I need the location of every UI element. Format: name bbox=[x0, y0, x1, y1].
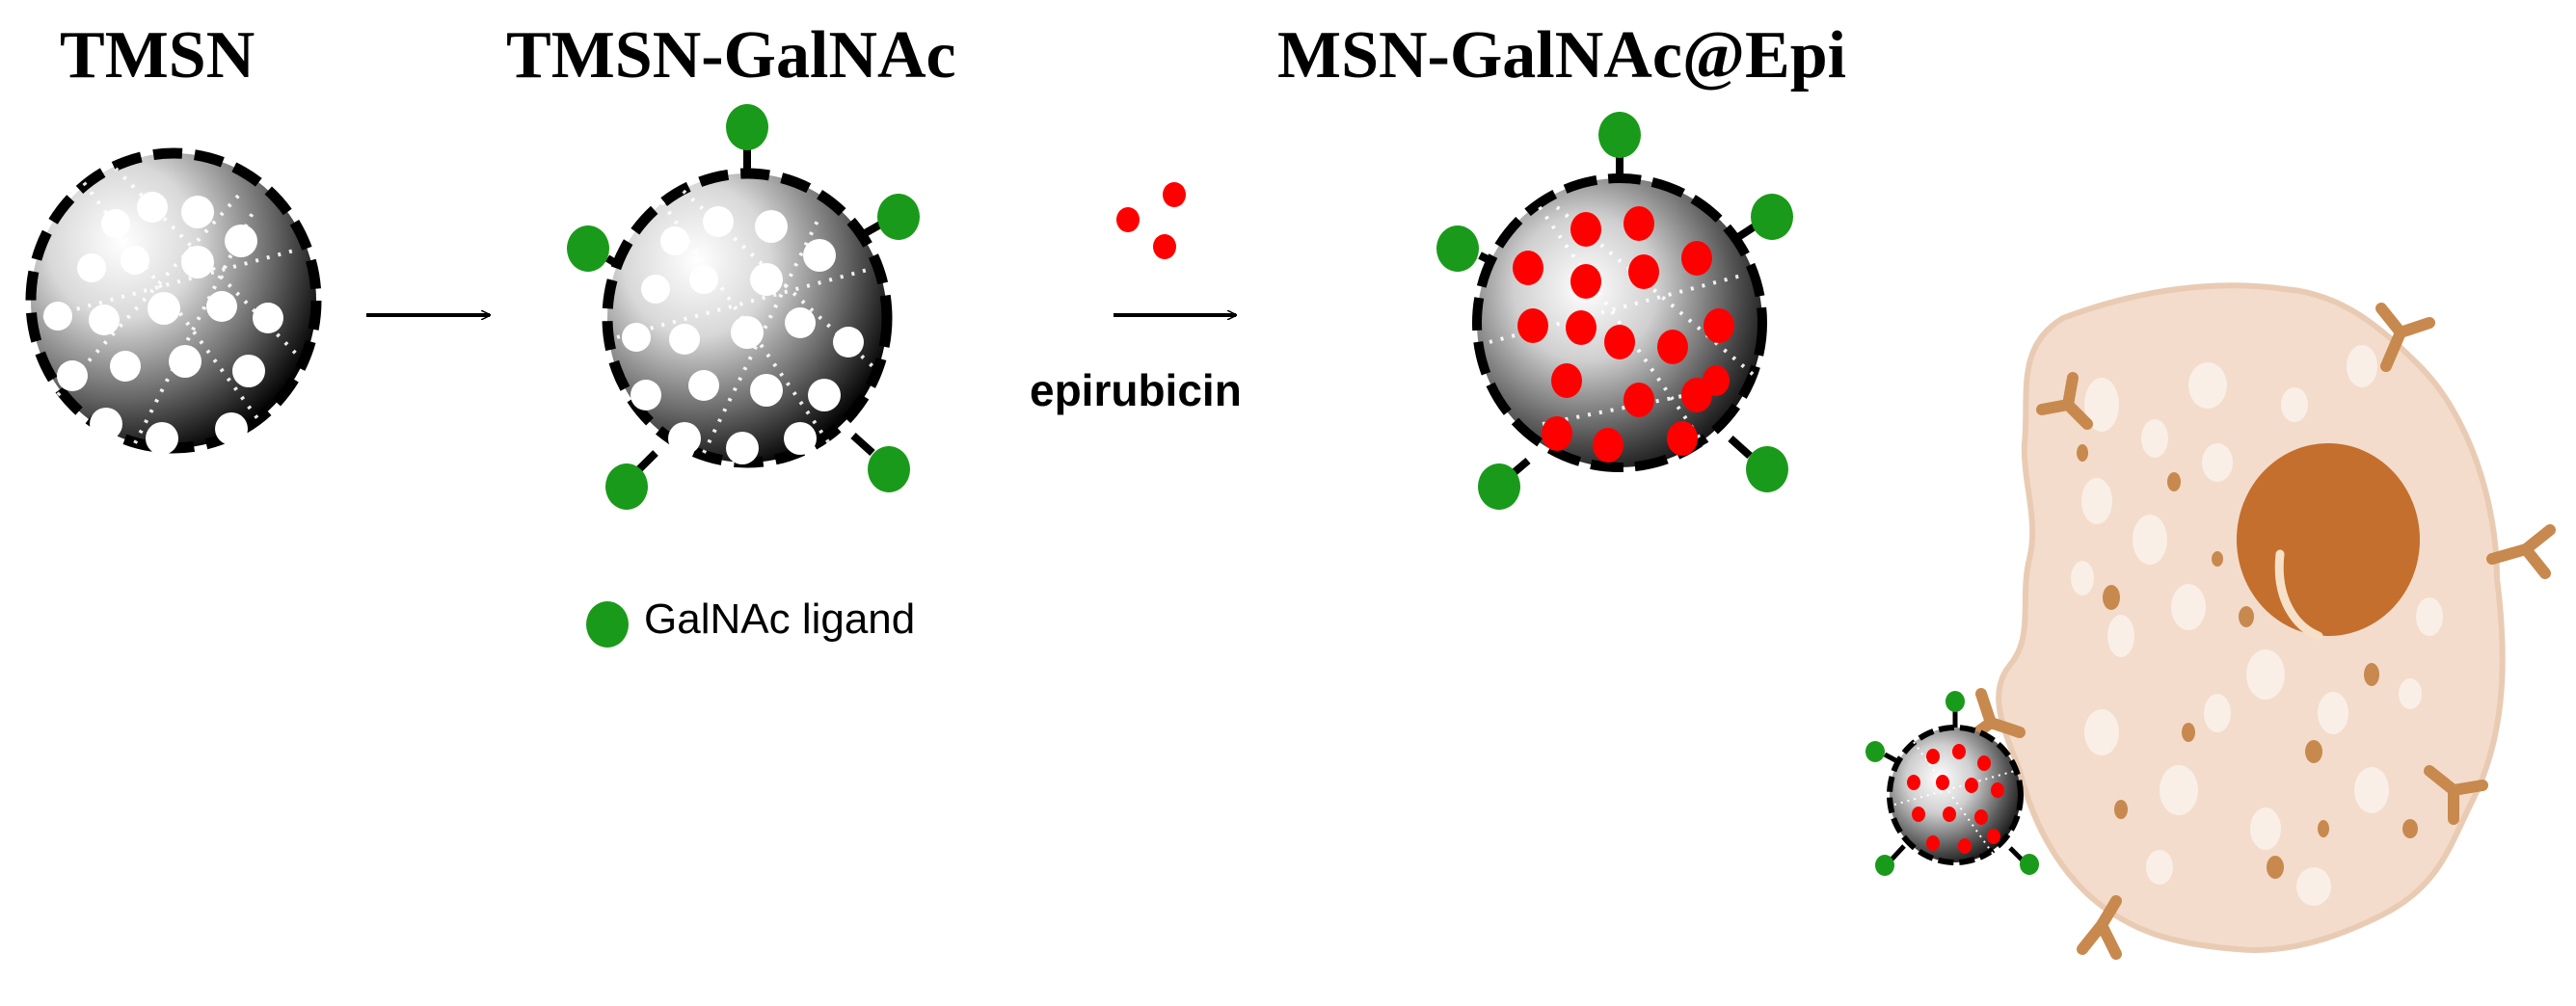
epirubicin-molecules bbox=[1116, 182, 1186, 259]
msn-galnac-epi-particle bbox=[1436, 112, 1793, 510]
legend-galnac-label: GalNAc ligand bbox=[644, 596, 916, 643]
target-cell bbox=[1961, 282, 2556, 960]
epirubicin-label: epirubicin bbox=[1030, 365, 1242, 415]
tmsn-pores bbox=[43, 192, 283, 455]
title-tmsn: TMSN bbox=[60, 18, 255, 93]
small-loaded-particle bbox=[1865, 691, 2039, 876]
galnac-ligands bbox=[567, 104, 920, 510]
tmsn-galnac-particle bbox=[567, 104, 920, 510]
cell-nucleus bbox=[2237, 443, 2420, 636]
tmsn-galnac-pores bbox=[622, 206, 864, 464]
legend-galnac-icon bbox=[586, 601, 629, 648]
loaded-drug-pores bbox=[1513, 206, 1734, 463]
tmsn-particle bbox=[25, 147, 322, 455]
title-msn-galnac-epi: MSN-GalNAc@Epi bbox=[1277, 18, 1847, 93]
cell-receptors bbox=[1961, 303, 2556, 960]
msn-galnac-ligands bbox=[1436, 112, 1793, 510]
title-tmsn-galnac: TMSN-GalNAc bbox=[506, 18, 956, 93]
